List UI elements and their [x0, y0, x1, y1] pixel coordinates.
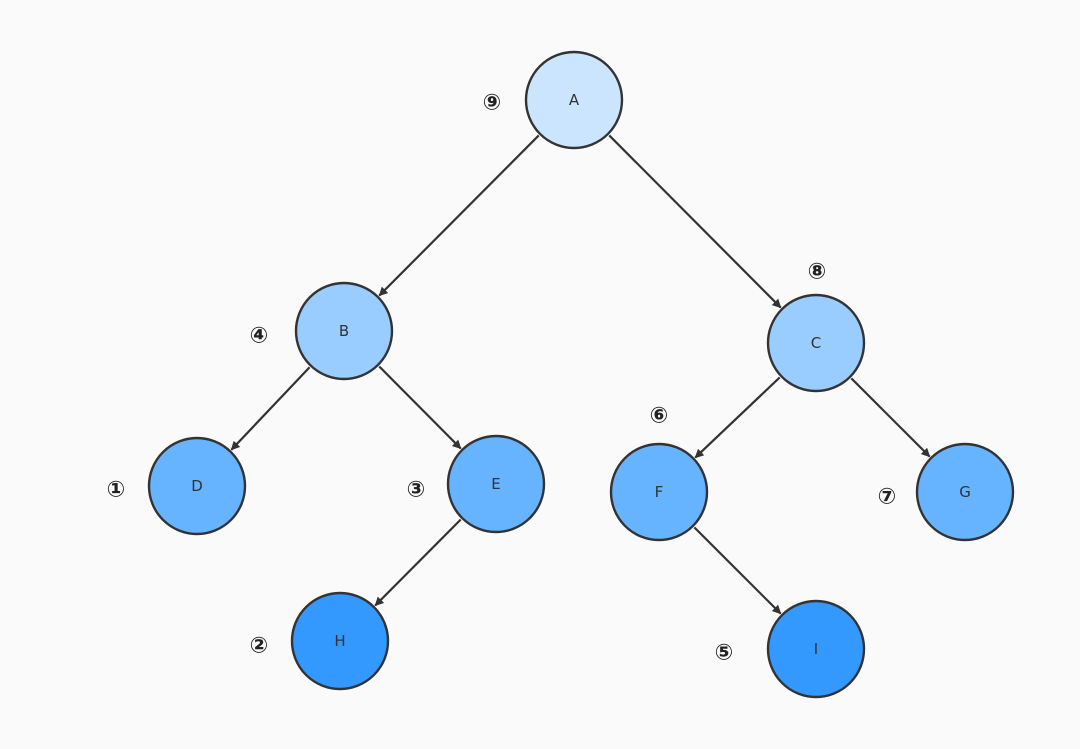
- node-circle-i: [766, 599, 866, 699]
- node-a: A: [524, 50, 624, 150]
- edge-a-c: [608, 134, 782, 309]
- node-circle-c: [766, 293, 866, 393]
- edge-f-i: [693, 526, 782, 615]
- node-c: C: [766, 293, 866, 393]
- node-label-h: H: [334, 632, 345, 650]
- node-label-g: G: [959, 483, 971, 501]
- node-circle-h: [290, 591, 390, 691]
- edge-c-g: [850, 377, 931, 458]
- order-label-i: ⑤: [715, 641, 734, 666]
- edge-b-e: [378, 365, 462, 450]
- node-circle-f: [609, 442, 709, 542]
- node-circle-b: [294, 281, 394, 381]
- node-i: I: [766, 599, 866, 699]
- order-label-b: ④: [250, 324, 269, 349]
- order-label-a: ⑨: [483, 91, 502, 116]
- order-label-e: ③: [407, 478, 426, 503]
- node-circle-g: [915, 442, 1015, 542]
- order-label-h: ②: [250, 634, 269, 659]
- node-circle-d: [147, 436, 247, 536]
- node-b: B: [294, 281, 394, 381]
- order-label-f: ⑥: [650, 404, 669, 429]
- order-label-d: ①: [107, 478, 126, 503]
- node-label-e: E: [491, 475, 500, 493]
- edge-c-f: [694, 376, 781, 459]
- node-h: H: [290, 591, 390, 691]
- node-g: G: [915, 442, 1015, 542]
- traversal-order-labels: ⑨ ④ ⑧ ① ③ ⑥ ⑦ ② ⑤: [107, 91, 897, 666]
- node-e: E: [446, 434, 546, 534]
- node-label-i: I: [814, 640, 818, 658]
- edge-a-b: [378, 134, 540, 297]
- edge-e-h: [374, 518, 462, 607]
- edges-layer: [230, 134, 931, 615]
- node-label-a: A: [569, 91, 580, 109]
- nodes-layer: A B C D E F G H I: [147, 50, 1015, 699]
- node-d: D: [147, 436, 247, 536]
- node-circle-e: [446, 434, 546, 534]
- node-circle-a: [524, 50, 624, 150]
- edge-b-d: [230, 366, 311, 451]
- node-label-b: B: [339, 322, 349, 340]
- node-label-d: D: [191, 477, 203, 495]
- order-label-g: ⑦: [878, 485, 897, 510]
- node-f: F: [609, 442, 709, 542]
- node-label-c: C: [811, 334, 821, 352]
- order-label-c: ⑧: [808, 260, 827, 285]
- node-label-f: F: [655, 483, 664, 501]
